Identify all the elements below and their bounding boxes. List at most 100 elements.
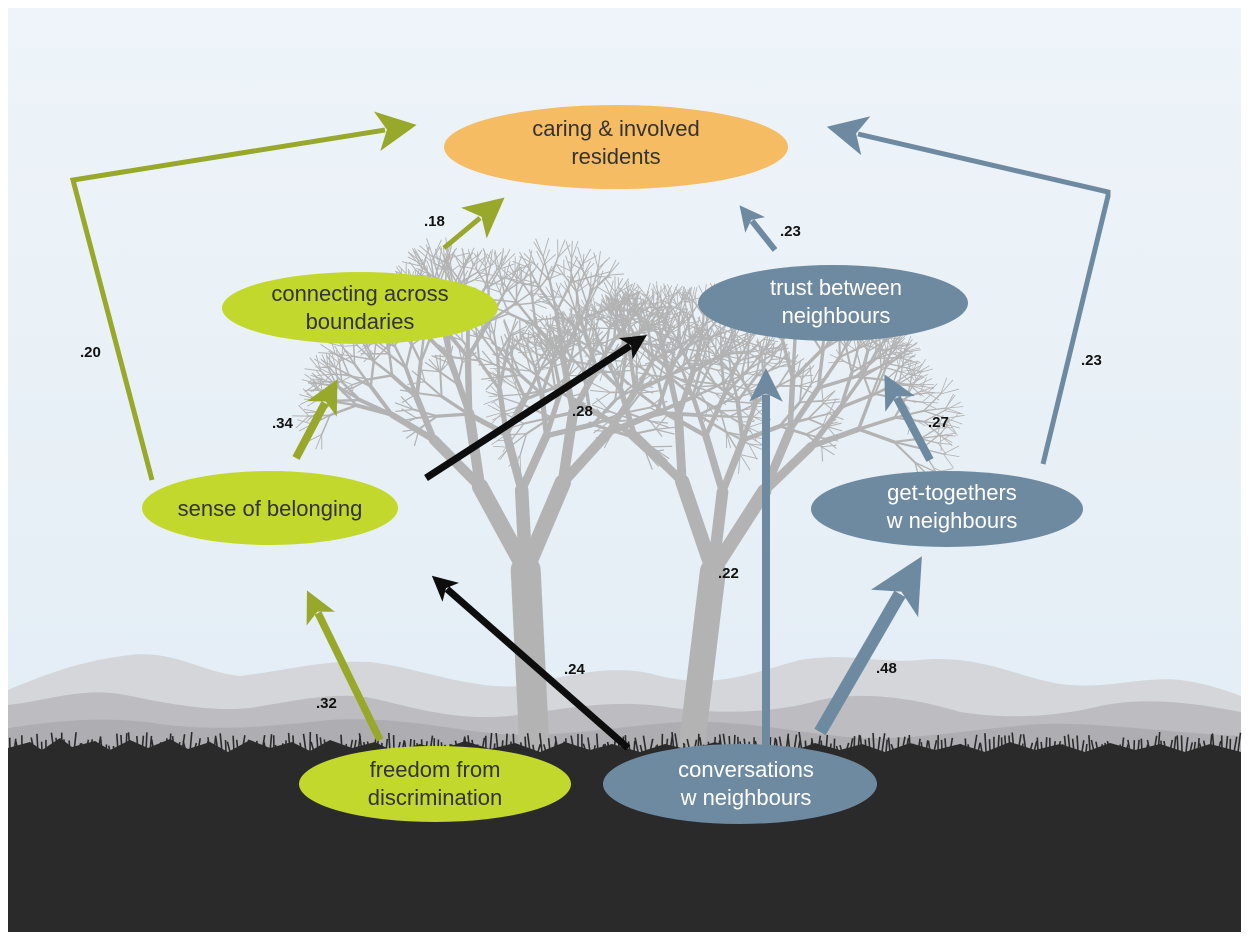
node-conversations-label-2: w neighbours (680, 785, 812, 810)
coef-connecting-to-caring: .18 (424, 213, 445, 230)
coef-conversations-to-trust: .22 (718, 565, 739, 582)
grass-blade (106, 744, 107, 752)
node-conversations: conversations w neighbours (603, 744, 877, 824)
coef-trust-to-caring: .23 (780, 223, 801, 240)
node-caring-label-2: residents (571, 144, 660, 169)
grass-blade (1105, 743, 1106, 752)
node-caring-label-1: caring & involved (532, 116, 700, 141)
grass-blade (113, 746, 114, 752)
grass-blade (1046, 737, 1047, 752)
grass-blade (1182, 735, 1183, 752)
grass-blade (1077, 736, 1078, 753)
grass-blade (945, 738, 946, 752)
grass-blade (569, 744, 570, 752)
grass-blade (170, 734, 171, 753)
node-conversations-shape (603, 744, 877, 824)
grass-blade (49, 746, 50, 752)
grass-blade (517, 746, 518, 752)
tree-branch (793, 339, 795, 379)
grass-blade (226, 740, 227, 752)
grass-blade (954, 745, 955, 752)
tree-branch (595, 431, 613, 432)
tree-branch (440, 372, 441, 396)
coef-gettogethers-to-trust: .27 (928, 414, 949, 431)
coef-conversations-to-belonging: .24 (564, 661, 586, 678)
grass-blade (942, 740, 943, 752)
node-conversations-label-1: conversations (678, 757, 814, 782)
grass-blade (133, 741, 134, 752)
grass-blade (69, 740, 70, 752)
grass-blade (1062, 744, 1063, 752)
node-freedom-label-1: freedom from (370, 757, 501, 782)
grass-blade (854, 736, 855, 752)
coef-belonging-to-connecting: .34 (272, 415, 294, 432)
grass-blade (913, 744, 914, 752)
grass-blade (594, 745, 595, 752)
grass-blade (821, 741, 822, 752)
grass-blade (605, 744, 606, 752)
grass-blade (1089, 735, 1090, 752)
tree-branch (336, 400, 360, 401)
grass-blade (506, 734, 507, 752)
grass-blade (37, 734, 38, 752)
node-connecting-label-2: boundaries (306, 309, 415, 334)
grass-blade (998, 735, 999, 752)
grass-blade (1009, 735, 1010, 752)
grass-blade (873, 733, 874, 752)
node-trust-label-2: neighbours (782, 303, 891, 328)
node-connecting: connecting across boundaries (222, 272, 498, 344)
tree-branch (678, 318, 679, 342)
coef-gettogethers-to-caring: .23 (1081, 352, 1102, 369)
tree-branch (800, 401, 822, 402)
tree-branch (468, 357, 469, 413)
grass-blade (1161, 741, 1162, 752)
grass-blade (166, 738, 167, 752)
grass-blade (1022, 744, 1023, 752)
coef-conversations-to-gettogethers: .48 (876, 660, 897, 677)
grass-blade (126, 733, 127, 752)
grass-blade (1037, 738, 1038, 753)
grass-blade (525, 737, 526, 752)
grass-blade (121, 735, 122, 752)
grass-blade (146, 732, 147, 752)
node-freedom-label-2: discrimination (368, 785, 503, 810)
grass-blade (865, 740, 866, 753)
tree-branch (692, 300, 693, 317)
grass-blade (657, 745, 658, 752)
grass-blade (282, 743, 283, 752)
grass-blade (1198, 738, 1199, 752)
node-freedom: freedom from discrimination (299, 746, 571, 822)
tree-branch (589, 422, 609, 423)
tree-branch (591, 273, 592, 287)
grass-blade (1086, 744, 1087, 752)
grass-blade (965, 739, 966, 753)
grass-blade (985, 733, 986, 752)
grass-blade (233, 736, 234, 752)
tree-branch (620, 319, 641, 320)
tree-branch (880, 349, 881, 371)
grass-blade (502, 740, 503, 752)
node-belonging: sense of belonging (142, 471, 398, 545)
grass-blade (513, 734, 514, 752)
tree-branch (679, 415, 683, 481)
node-gettogethers: get-togethers w neighbours (811, 471, 1083, 547)
node-trust: trust between neighbours (698, 265, 968, 341)
grass-blade (990, 739, 991, 752)
node-belonging-label: sense of belonging (178, 496, 363, 521)
node-gettogethers-label-2: w neighbours (886, 508, 1018, 533)
grass-blade (1041, 742, 1042, 752)
grass-blade (341, 735, 342, 752)
grass-blade (510, 742, 511, 753)
grass-blade (909, 735, 910, 752)
grass-blade (298, 745, 299, 752)
grass-blade (898, 737, 899, 752)
coef-belonging-to-caring: .20 (80, 344, 101, 361)
grass-blade (834, 739, 835, 752)
grass-blade (1141, 739, 1142, 752)
grass-blade (634, 741, 635, 752)
grass-blade (158, 745, 159, 752)
grass-blade (830, 744, 831, 753)
tree-branch (479, 364, 493, 365)
